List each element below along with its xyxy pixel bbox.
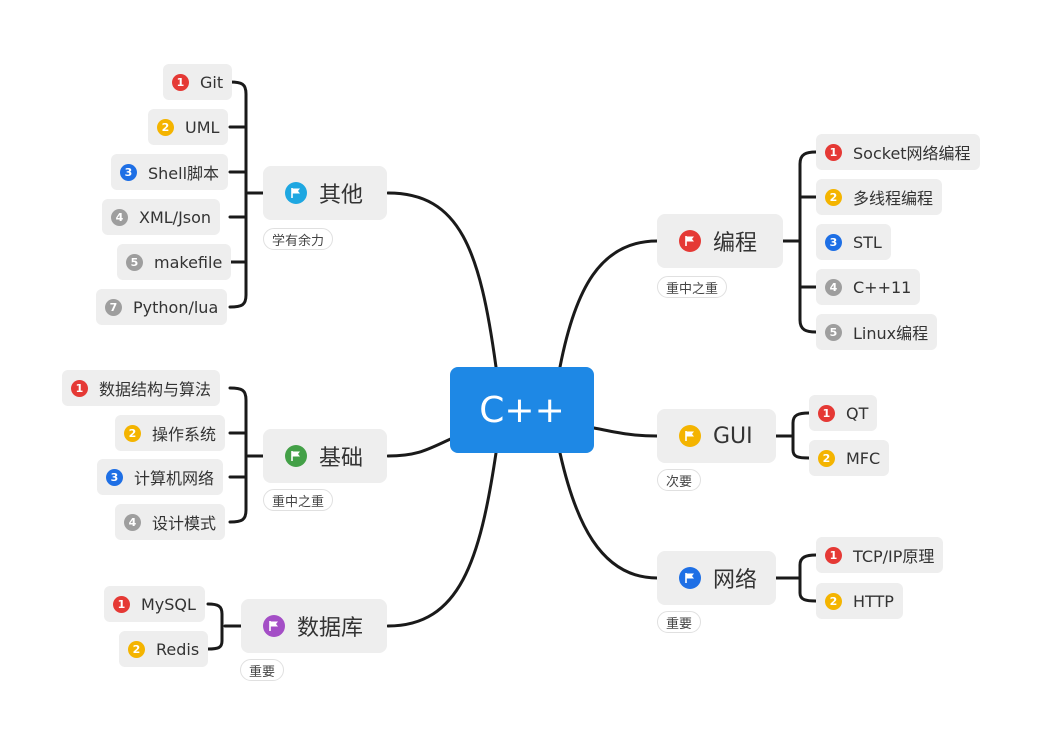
item-label: Redis xyxy=(156,639,200,659)
priority-tag: 重要 xyxy=(657,611,702,633)
item-label: 操作系统 xyxy=(152,425,217,444)
flag-icon xyxy=(263,615,285,637)
flag-icon xyxy=(679,230,701,252)
list-item[interactable]: 1 Git xyxy=(163,64,233,100)
number-badge: 1 xyxy=(825,546,842,564)
branch-label: 网络 xyxy=(713,568,758,593)
number-badge: 3 xyxy=(120,163,137,181)
number-badge: 4 xyxy=(825,278,842,296)
item-label: Socket网络编程 xyxy=(853,144,971,163)
number-badge: 2 xyxy=(124,424,141,442)
list-item[interactable]: 2 UML xyxy=(148,109,229,145)
number-badge: 4 xyxy=(111,208,128,226)
item-label: STL xyxy=(853,232,882,252)
number-badge: 1 xyxy=(172,73,189,91)
branch-label: GUI xyxy=(713,423,753,449)
list-item[interactable]: 4 设计模式 xyxy=(115,504,226,540)
list-item[interactable]: 3 计算机网络 xyxy=(97,459,224,495)
branch-basics[interactable]: 基础 xyxy=(263,429,387,483)
list-item[interactable]: 2 MFC xyxy=(809,440,890,476)
item-label: 多线程编程 xyxy=(853,189,934,208)
number-badge: 5 xyxy=(825,323,842,341)
branch-network[interactable]: 网络 xyxy=(657,551,776,605)
list-item[interactable]: 1 TCP/IP原理 xyxy=(816,537,944,573)
priority-tag: 重中之重 xyxy=(263,489,334,511)
number-badge: 2 xyxy=(818,449,835,467)
list-item[interactable]: 1 MySQL xyxy=(104,586,205,622)
root-node[interactable]: C++ xyxy=(450,367,594,453)
flag-icon xyxy=(285,182,307,204)
number-badge: 1 xyxy=(825,143,842,161)
list-item[interactable]: 4 C++11 xyxy=(816,269,921,305)
item-label: QT xyxy=(846,403,869,423)
number-badge: 2 xyxy=(825,592,842,610)
priority-tag: 重中之重 xyxy=(657,276,728,298)
branch-label: 基础 xyxy=(319,446,364,471)
item-label: MFC xyxy=(846,448,881,468)
list-item[interactable]: 2 Redis xyxy=(119,631,209,667)
list-item[interactable]: 7 Python/lua xyxy=(96,289,228,325)
number-badge: 2 xyxy=(157,118,174,136)
priority-tag: 次要 xyxy=(657,469,702,491)
branch-label: 编程 xyxy=(713,231,758,256)
number-badge: 4 xyxy=(124,513,141,531)
number-badge: 1 xyxy=(818,404,835,422)
number-badge: 2 xyxy=(825,188,842,206)
number-badge: 5 xyxy=(126,253,143,271)
branch-other[interactable]: 其他 xyxy=(263,166,387,220)
list-item[interactable]: 5 Linux编程 xyxy=(816,314,938,350)
item-label: TCP/IP原理 xyxy=(853,547,935,566)
root-label: C++ xyxy=(479,389,565,431)
item-label: Python/lua xyxy=(133,297,219,317)
list-item[interactable]: 5 makefile xyxy=(117,244,232,280)
list-item[interactable]: 1 QT xyxy=(809,395,878,431)
flag-icon xyxy=(679,567,701,589)
list-item[interactable]: 2 多线程编程 xyxy=(816,179,943,215)
number-badge: 3 xyxy=(106,468,123,486)
item-label: 数据结构与算法 xyxy=(99,380,212,399)
item-label: 计算机网络 xyxy=(134,469,215,488)
item-label: C++11 xyxy=(853,277,912,297)
item-label: Linux编程 xyxy=(853,324,929,343)
list-item[interactable]: 3 Shell脚本 xyxy=(111,154,229,190)
number-badge: 7 xyxy=(105,298,122,316)
list-item[interactable]: 4 XML/Json xyxy=(102,199,221,235)
number-badge: 3 xyxy=(825,233,842,251)
item-label: 设计模式 xyxy=(152,514,217,533)
branch-programming[interactable]: 编程 xyxy=(657,214,783,268)
item-label: HTTP xyxy=(853,591,894,611)
branch-gui[interactable]: GUI xyxy=(657,409,776,463)
branch-database[interactable]: 数据库 xyxy=(241,599,387,653)
item-label: UML xyxy=(185,117,220,137)
flag-icon xyxy=(285,445,307,467)
priority-tag: 学有余力 xyxy=(263,228,334,250)
list-item[interactable]: 2 操作系统 xyxy=(115,415,226,451)
item-label: MySQL xyxy=(141,594,196,614)
branch-label: 其他 xyxy=(319,183,364,208)
number-badge: 1 xyxy=(71,379,88,397)
flag-icon xyxy=(679,425,701,447)
item-label: makefile xyxy=(154,252,223,272)
number-badge: 2 xyxy=(128,640,145,658)
list-item[interactable]: 3 STL xyxy=(816,224,891,260)
item-label: Git xyxy=(200,72,224,92)
list-item[interactable]: 1 Socket网络编程 xyxy=(816,134,980,170)
item-label: Shell脚本 xyxy=(148,164,220,183)
list-item[interactable]: 2 HTTP xyxy=(816,583,903,619)
list-item[interactable]: 1 数据结构与算法 xyxy=(62,370,221,406)
number-badge: 1 xyxy=(113,595,130,613)
branch-label: 数据库 xyxy=(297,616,364,641)
priority-tag: 重要 xyxy=(240,659,285,681)
item-label: XML/Json xyxy=(139,207,212,227)
